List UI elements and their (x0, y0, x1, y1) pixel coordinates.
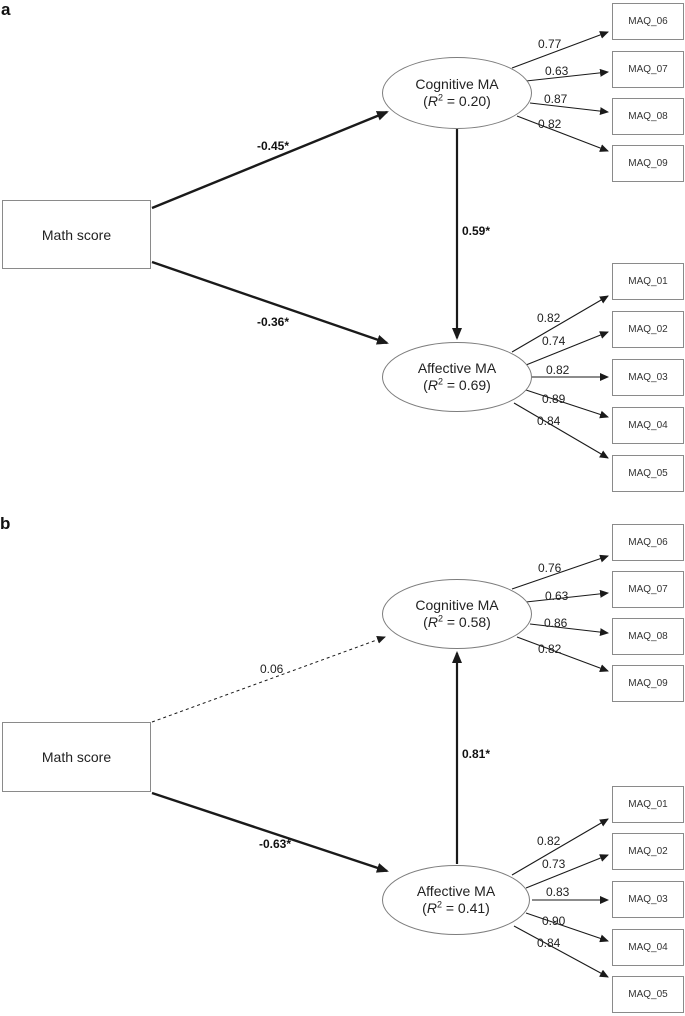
loading-a-maq09 (516, 115, 609, 152)
coef-a-math-to-cognitive: -0.45* (257, 139, 290, 153)
indicator-box-b-maq07: MAQ_07 (612, 571, 684, 608)
indicator-box-a-maq04: MAQ_04 (612, 407, 684, 444)
panel-b-label: b (0, 514, 11, 533)
observed-math-score-b: Math score (2, 722, 151, 792)
indicator-box-a-maq06: MAQ_06 (612, 3, 684, 40)
path-a-math-to-affective (151, 260, 389, 345)
loading-b-maq06 (511, 554, 609, 590)
indicator-box-a-maq07: MAQ_07 (612, 51, 684, 88)
indicator-label: MAQ_08 (628, 631, 668, 642)
latent-r2: (R2 = 0.41) (422, 899, 490, 916)
loading-b-maq02 (525, 854, 609, 889)
coef-a-latent-path: 0.59* (462, 224, 491, 238)
loading-label-a-maq06: 0.77 (538, 37, 562, 51)
loading-label-b-maq03: 0.83 (546, 885, 570, 899)
coef-b-math-to-affective: -0.63* (259, 837, 292, 851)
loading-label-b-maq04: 0.90 (542, 914, 566, 928)
loading-label-a-maq07: 0.63 (545, 64, 569, 78)
indicator-box-a-maq05: MAQ_05 (612, 455, 684, 492)
indicator-box-b-maq05: MAQ_05 (612, 976, 684, 1013)
loading-b-maq08 (529, 623, 609, 637)
indicator-label: MAQ_05 (628, 989, 668, 1000)
latent-affective-ma-b: Affective MA (R2 = 0.41) (382, 865, 530, 935)
indicator-box-b-maq01: MAQ_01 (612, 786, 684, 823)
latent-cognitive-ma-b: Cognitive MA (R2 = 0.58) (382, 579, 532, 649)
latent-r2: (R2 = 0.20) (423, 92, 491, 109)
loading-a-maq01 (511, 295, 609, 353)
indicator-box-b-maq04: MAQ_04 (612, 929, 684, 966)
indicator-box-a-maq09: MAQ_09 (612, 145, 684, 182)
indicator-box-b-maq02: MAQ_02 (612, 833, 684, 870)
observed-math-score-a: Math score (2, 200, 151, 269)
indicator-label: MAQ_02 (628, 324, 668, 335)
latent-affective-ma-a: Affective MA (R2 = 0.69) (382, 342, 532, 412)
latent-r2: (R2 = 0.69) (423, 376, 491, 393)
indicator-box-b-maq03: MAQ_03 (612, 881, 684, 918)
indicator-box-a-maq02: MAQ_02 (612, 311, 684, 348)
loading-label-a-maq08: 0.87 (544, 92, 568, 106)
loading-label-b-maq02: 0.73 (542, 857, 566, 871)
loading-label-a-maq04: 0.89 (542, 392, 566, 406)
loading-label-b-maq06: 0.76 (538, 561, 562, 575)
loading-b-maq01 (511, 818, 609, 876)
path-b-math-to-affective (151, 791, 389, 873)
coef-a-math-to-affective: -0.36* (257, 315, 290, 329)
indicator-label: MAQ_08 (628, 111, 668, 122)
latent-name: Affective MA (416, 882, 496, 899)
indicator-box-b-maq08: MAQ_08 (612, 618, 684, 655)
indicator-label: MAQ_07 (628, 64, 668, 75)
loading-label-b-maq09: 0.82 (538, 642, 562, 656)
loading-label-b-maq05: 0.84 (537, 936, 561, 950)
indicator-label: MAQ_09 (628, 678, 668, 689)
loading-a-maq08 (529, 102, 609, 116)
loading-a-maq07 (525, 68, 609, 82)
indicator-label: MAQ_03 (628, 894, 668, 905)
indicator-label: MAQ_01 (628, 276, 668, 287)
loading-label-b-maq08: 0.86 (544, 616, 568, 630)
loading-label-a-maq03: 0.82 (546, 363, 570, 377)
indicator-label: MAQ_03 (628, 372, 668, 383)
indicator-label: MAQ_05 (628, 468, 668, 479)
loading-label-b-maq01: 0.82 (537, 834, 561, 848)
path-b-math-to-cognitive-dashed (151, 635, 386, 723)
indicator-box-b-maq09: MAQ_09 (612, 665, 684, 702)
loading-label-a-maq01: 0.82 (537, 311, 561, 325)
loading-label-a-maq02: 0.74 (542, 334, 566, 348)
indicator-label: MAQ_04 (628, 942, 668, 953)
loading-label-a-maq09: 0.82 (538, 117, 562, 131)
loading-b-maq09 (516, 636, 609, 672)
indicator-label: MAQ_04 (628, 420, 668, 431)
indicator-label: MAQ_07 (628, 584, 668, 595)
loading-a-maq05 (513, 402, 609, 459)
loading-label-a-maq05: 0.84 (537, 414, 561, 428)
indicator-box-a-maq03: MAQ_03 (612, 359, 684, 396)
math-score-label: Math score (41, 749, 112, 765)
math-score-label: Math score (41, 226, 112, 243)
latent-name: Cognitive MA (415, 596, 499, 613)
latent-name: Affective MA (417, 359, 497, 376)
latent-name: Cognitive MA (415, 75, 499, 92)
indicator-box-b-maq06: MAQ_06 (612, 524, 684, 561)
latent-cognitive-ma-a: Cognitive MA (R2 = 0.20) (382, 57, 532, 129)
loading-b-maq07 (525, 589, 609, 603)
panel-a-label: a (1, 0, 11, 19)
indicator-box-a-maq08: MAQ_08 (612, 98, 684, 135)
indicator-label: MAQ_02 (628, 846, 668, 857)
latent-r2: (R2 = 0.58) (423, 613, 491, 630)
loading-a-maq04 (525, 389, 609, 419)
indicator-label: MAQ_06 (628, 537, 668, 548)
loading-b-maq05 (513, 925, 609, 978)
loading-a-maq02 (525, 331, 609, 366)
path-a-math-to-cognitive (151, 110, 389, 210)
indicator-label: MAQ_09 (628, 158, 668, 169)
indicator-label: MAQ_06 (628, 16, 668, 27)
coef-b-latent-path: 0.81* (462, 747, 491, 761)
loading-a-maq06 (511, 31, 609, 69)
indicator-label: MAQ_01 (628, 799, 668, 810)
coef-b-math-to-cognitive: 0.06 (260, 662, 284, 676)
loading-label-b-maq07: 0.63 (545, 589, 569, 603)
loading-b-maq04 (525, 912, 609, 943)
indicator-box-a-maq01: MAQ_01 (612, 263, 684, 300)
